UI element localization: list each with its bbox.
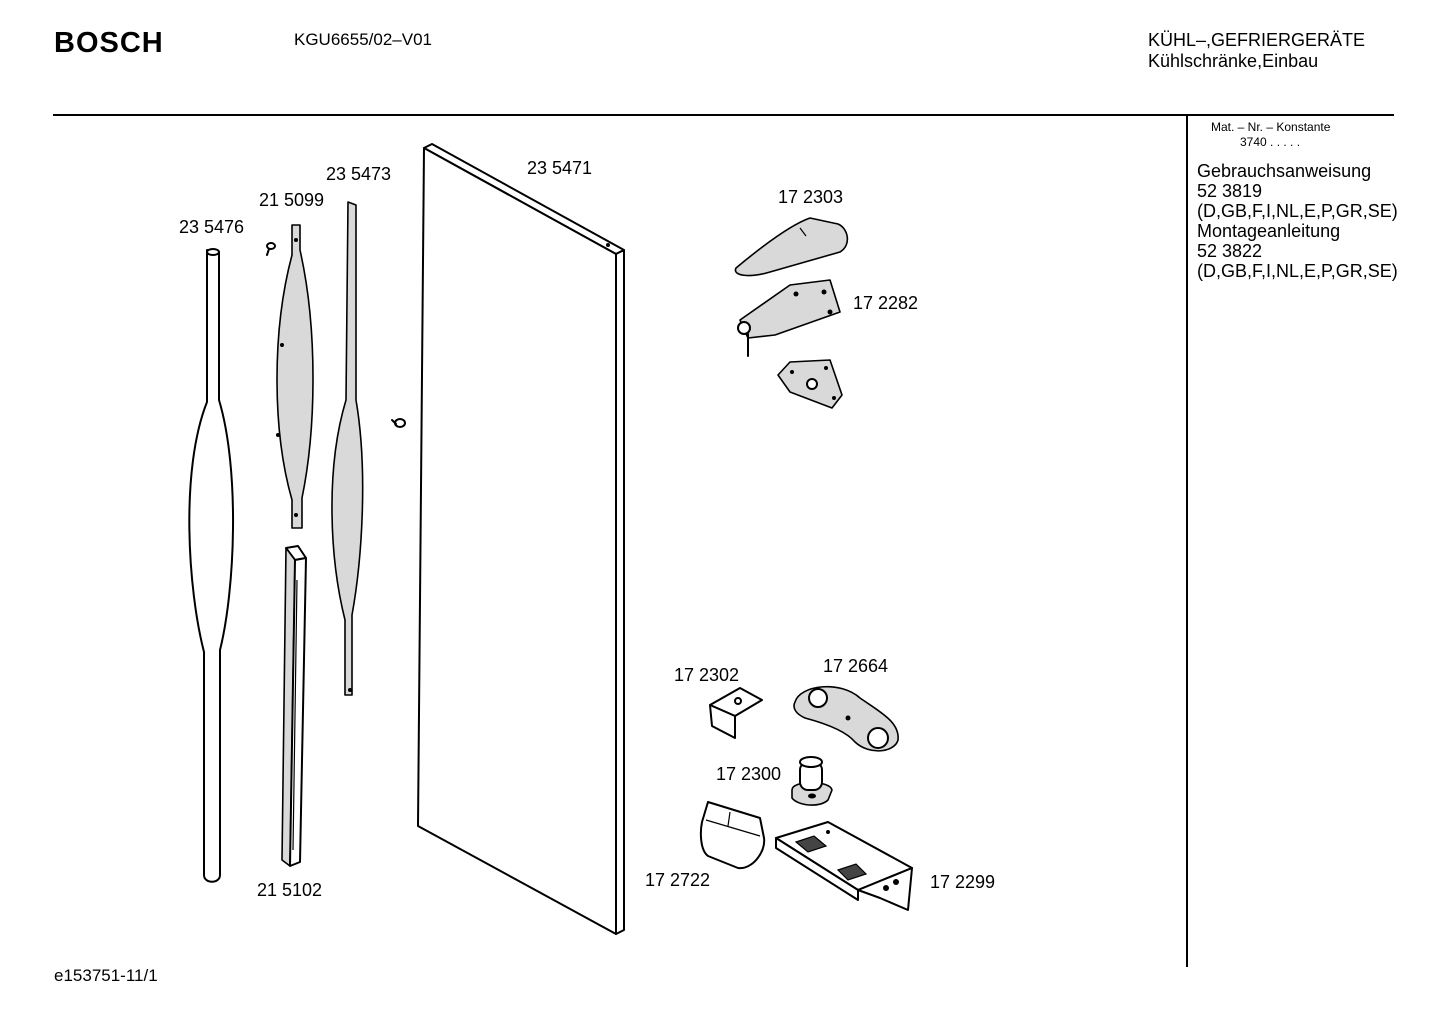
model-number: KGU6655/02–V01: [294, 30, 432, 49]
manual-number[interactable]: 52 3819: [1197, 181, 1263, 201]
manual-label: Gebrauchsanweisung: [1197, 161, 1372, 181]
upper-hinge-plate-part[interactable]: [737, 279, 841, 357]
lower-hinge-plate-part[interactable]: [793, 685, 899, 752]
install-label: Montageanleitung: [1197, 221, 1341, 241]
door-panel-part[interactable]: [417, 143, 625, 935]
small-bracket-part[interactable]: [709, 687, 763, 739]
part-label-172722[interactable]: 17 2722: [645, 870, 711, 890]
part-label-235473[interactable]: 23 5473: [326, 164, 392, 184]
install-languages: (D,GB,F,I,NL,E,P,GR,SE): [1197, 261, 1398, 281]
part-label-215102[interactable]: 21 5102: [257, 880, 323, 900]
part-label-235476[interactable]: 23 5476: [179, 217, 245, 237]
lower-trim-part[interactable]: [281, 545, 307, 867]
category-title: KÜHL–,GEFRIERGERÄTE: [1148, 30, 1366, 50]
cover-cap-part[interactable]: [699, 801, 766, 870]
manual-languages: (D,GB,F,I,NL,E,P,GR,SE): [1197, 201, 1398, 221]
part-label-215099[interactable]: 21 5099: [259, 190, 325, 210]
part-label-172300[interactable]: 17 2300: [716, 764, 782, 784]
hinge-cover-part[interactable]: [734, 217, 849, 277]
hinge-pin-part[interactable]: [791, 756, 833, 806]
mounting-plate-part[interactable]: [775, 821, 913, 911]
category-subtitle: Kühlschränke,Einbau: [1148, 51, 1319, 71]
mat-nr-value: 3740 . . . . .: [1240, 135, 1301, 149]
brand-logo: BOSCH: [54, 27, 164, 59]
part-label-172299[interactable]: 17 2299: [930, 872, 996, 892]
header-divider: [53, 114, 1394, 116]
install-number[interactable]: 52 3822: [1197, 241, 1263, 261]
drawing-code: e153751-11/1: [54, 966, 158, 985]
part-label-172282[interactable]: 17 2282: [853, 293, 919, 313]
part-label-172664[interactable]: 17 2664: [823, 656, 889, 676]
mat-nr-label: Mat. – Nr. – Konstante: [1211, 120, 1331, 134]
upper-hinge-base-part[interactable]: [777, 359, 843, 409]
part-label-172303[interactable]: 17 2303: [778, 187, 844, 207]
upper-trim-part[interactable]: [276, 224, 314, 529]
part-label-235471[interactable]: 23 5471: [527, 158, 593, 178]
part-label-172302[interactable]: 17 2302: [674, 665, 740, 685]
screw-small-part[interactable]: [266, 242, 276, 256]
side-trim-part[interactable]: [331, 201, 364, 696]
screw-part[interactable]: [391, 418, 406, 428]
handle-part[interactable]: [188, 248, 234, 883]
sidebar-divider: [1186, 115, 1188, 967]
